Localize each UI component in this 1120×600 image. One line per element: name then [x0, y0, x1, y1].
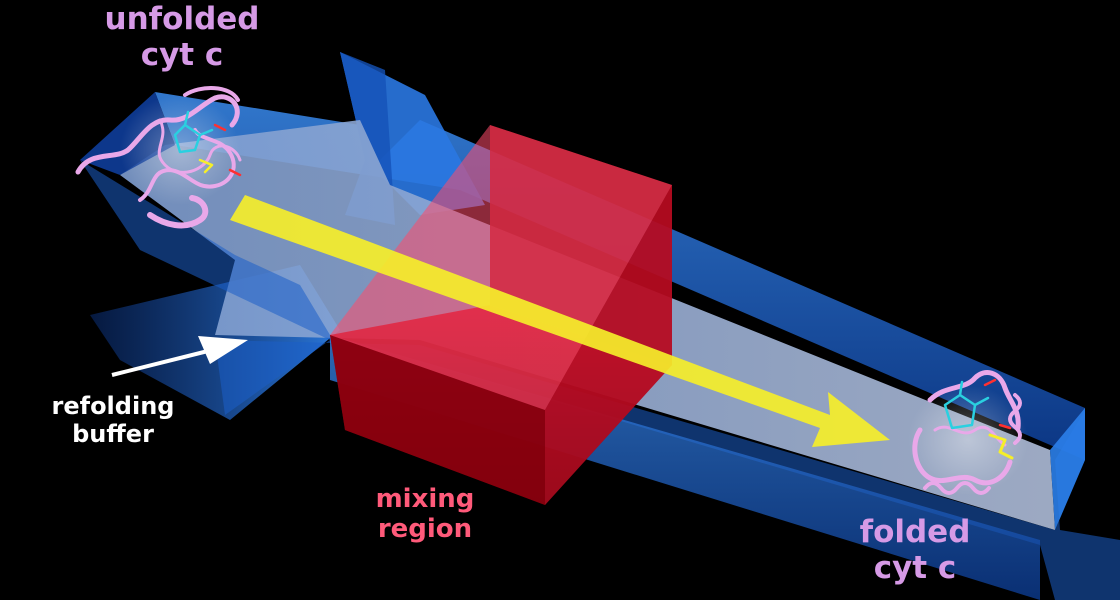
folded-protein-icon	[908, 370, 1028, 495]
flow-arrow	[230, 195, 890, 447]
buffer-arrow-shaft	[111, 346, 221, 377]
unfolded-cyt-c-label: unfolded cyt c	[104, 1, 260, 73]
channel-back-wall	[155, 92, 1085, 460]
mixing-box-top	[330, 125, 672, 410]
mixing-region-label: mixing region	[375, 484, 475, 544]
unfolded-protein-icon	[75, 86, 242, 229]
folded-cyt-c-label: folded cyt c	[859, 514, 971, 586]
channel-right-end	[1050, 408, 1085, 530]
buffer-arrow-head	[198, 336, 248, 364]
mixing-box-front	[330, 335, 545, 505]
refolding-buffer-label: refolding buffer	[51, 392, 175, 448]
